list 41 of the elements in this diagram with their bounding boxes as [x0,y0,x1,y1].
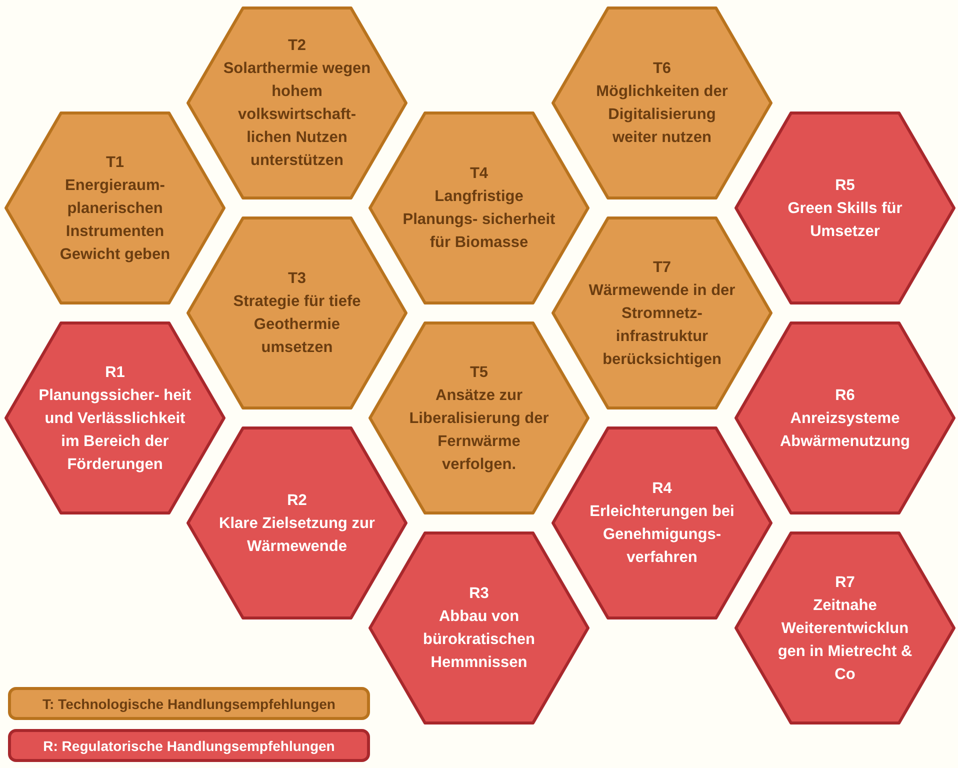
hexagon-tile [733,110,957,306]
tile-text: Erleichterungen bei Genehmigungs- verfahren [588,502,736,568]
tile-text: Wärmewende in der Stromnetz- infrastruktur berücksichtigen [588,280,736,370]
hexagon-tile [367,530,591,726]
tile-code: R3 [469,584,489,604]
tile-code: R6 [835,386,855,406]
legend-entry: R: Regulatorische Handlungsempfehlungen [8,729,370,762]
tile-code: T5 [470,362,488,382]
tile-text: Green Skills für Umsetzer [786,198,904,242]
hexagon-tile [550,5,774,201]
tile-text: Abbau von bürokratischen Hemmnissen [422,607,536,673]
hexagon-tile [367,320,591,516]
tile-code: R7 [835,572,855,592]
tile-code: R5 [835,176,855,196]
tile-code: T2 [288,36,306,56]
hexagon-tile [185,5,409,201]
tile-code: T7 [652,258,672,278]
hexagon-tile [550,425,774,621]
hexagon-tile [185,425,409,621]
legend-entry: T: Technologische Handlungsempfehlungen [8,687,370,720]
tile-text: Anreizsysteme Abwärmenutzung [778,408,912,452]
tile-code: R2 [287,490,307,510]
tile-text: Langfristige Planungs- sicherheit für Biomasse [402,187,556,253]
tile-code: T4 [470,164,488,184]
tile-code: T6 [652,59,672,79]
tile-code: R1 [105,362,125,382]
hexagon-tile [3,320,227,516]
hexagon-tile [3,110,227,306]
tile-code: R4 [652,479,672,499]
tile-text: Zeitnahe Weiterentwicklun gen in Mietrecht & Co [776,596,914,684]
tile-text: Energieraum- planerischen Instrumenten Gewicht geben [58,176,172,264]
tile-text: Möglichkeiten der Digitalisierung weiter nutzen [595,82,729,148]
tile-text: Ansätze zur Liberalisierung der Fernwärme verfolgen. [408,386,550,474]
tile-code: T3 [288,269,306,289]
tile-text: Planungssicher- heit und Verlässlichkeit im Bereich der Förderungen [38,386,192,474]
tile-code: T1 [106,152,124,172]
hexagon-tile [733,320,957,516]
hexagon-tile [733,530,957,726]
tile-text: Klare Zielsetzung zur Wärmewende [219,514,375,556]
tile-text: Strategie für tiefe Geothermie umsetzen [232,292,362,358]
tile-text: Solarthermie wegen hohem volkswirtschaft- lichen Nutzen unterstützen [222,59,372,171]
